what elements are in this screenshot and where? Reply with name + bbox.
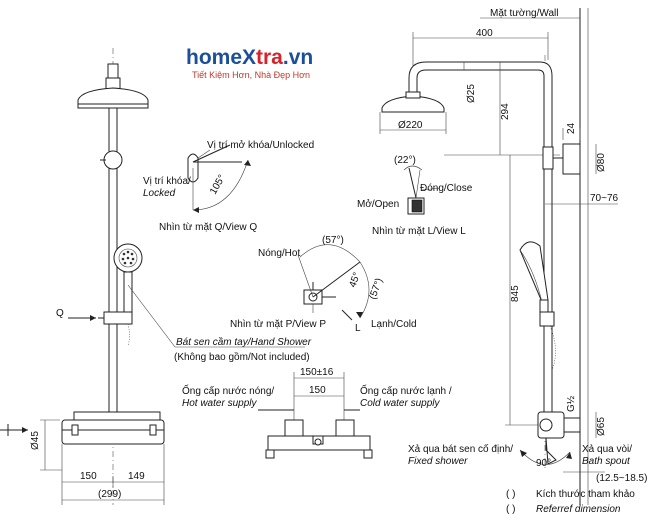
label-close: Đóng/Close: [420, 183, 473, 194]
angle-57-b: (57°): [367, 277, 385, 301]
view-q-marker: Q: [56, 308, 64, 319]
angle-45: 45°: [347, 271, 363, 289]
label-locked-vn: Vị trí khóa/: [143, 176, 191, 187]
label-open: Mở/Open: [357, 198, 399, 210]
dim-400: 400: [476, 28, 493, 39]
view-l-marker: L: [355, 323, 361, 334]
dim-d80: Ø80: [596, 153, 607, 172]
homextra-logo: homeXtra.vn Tiết Kiệm Hơn, Nhà Đẹp Hơn: [186, 46, 313, 80]
legend-paren-2: ( ): [506, 504, 515, 515]
mixer-detail: [258, 372, 373, 459]
label-view-q: Nhìn từ mặt Q/View Q: [159, 222, 257, 233]
dim-150-16: 150±16: [300, 367, 334, 378]
label-spout-en: Bath spout: [582, 456, 631, 467]
label-fixed-vn: Xả qua bát sen cố định/: [408, 443, 513, 455]
dim-294: 294: [500, 103, 511, 120]
label-hand-shower: Bát sen cầm tay/Hand Shower: [176, 336, 312, 348]
label-cold-supply-en: Cold water supply: [360, 398, 440, 409]
angle-22: (22°): [394, 155, 416, 166]
side-view: [379, 8, 618, 505]
dim-12-5-18-5: (12.5~18.5): [596, 473, 647, 484]
label-cold-supply-vn: Ống cấp nước lạnh /: [360, 383, 452, 397]
dim-d25: Ø25: [466, 84, 477, 103]
view-q-detail: [187, 144, 251, 213]
view-p-detail: [297, 244, 370, 321]
legend-ref-vn: Kích thước tham khảo: [536, 489, 635, 500]
dim-150-mixer: 150: [309, 385, 326, 396]
front-view: [0, 48, 165, 505]
dim-g-half: G½: [566, 395, 577, 412]
dim-845: 845: [510, 285, 521, 302]
dim-24: 24: [566, 122, 577, 134]
label-cold: Lạnh/Cold: [371, 319, 417, 330]
legend-paren-1: ( ): [506, 489, 515, 500]
label-hot-supply-vn: Ống cấp nước nóng/: [182, 383, 274, 397]
logo-slogan: Tiết Kiệm Hơn, Nhà Đẹp Hơn: [192, 70, 310, 80]
label-not-included: (Không bao gồm/Not included): [174, 351, 310, 363]
dim-d45: Ø45: [30, 431, 41, 450]
label-fixed-en: Fixed shower: [408, 456, 468, 467]
dim-70-76: 70~76: [590, 193, 619, 204]
view-l-detail: [403, 165, 441, 215]
legend-ref-en: Referref dimension: [536, 504, 621, 515]
label-view-l: Nhìn từ mặt L/View L: [372, 226, 466, 237]
dim-150-left: 150: [80, 471, 97, 482]
label-hot-supply-en: Hot water supply: [182, 398, 257, 409]
label-wall: Mặt tường/Wall: [490, 8, 558, 19]
label-spout-vn: Xả qua vòi/: [582, 444, 632, 455]
angle-90: 90°: [536, 458, 551, 469]
dim-d65: Ø65: [596, 417, 607, 436]
angle-105: 105°: [208, 173, 228, 196]
label-unlocked: Vị trí mở khóa/Unlocked: [207, 139, 314, 151]
label-view-p: Nhìn từ mặt P/View P: [230, 319, 326, 330]
angle-57-a: (57°): [322, 235, 344, 246]
dim-d220: Ø220: [398, 120, 423, 131]
svg-text:homeXtra.vn: homeXtra.vn: [186, 46, 313, 69]
dim-299: (299): [98, 489, 121, 500]
label-locked-en: Locked: [143, 188, 176, 199]
label-hot: Nóng/Hot: [258, 248, 300, 259]
dim-149: 149: [128, 471, 145, 482]
